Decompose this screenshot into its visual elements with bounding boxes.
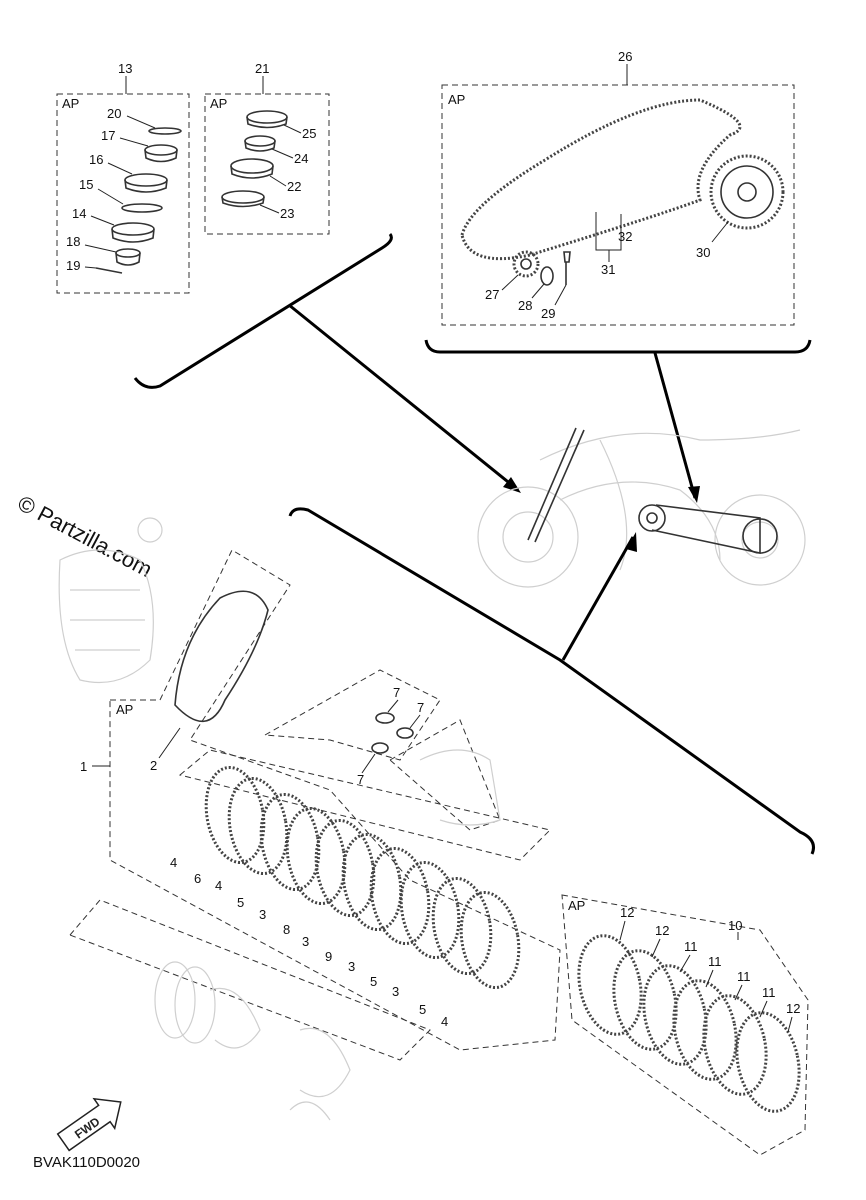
callout-22[interactable]: 22 xyxy=(287,179,301,194)
callout-10[interactable]: 10 xyxy=(728,918,742,933)
group-1: AP 1 2 7 7 7 4 6 xyxy=(69,549,561,1121)
callout-12a[interactable]: 12 xyxy=(620,905,634,920)
callout-1[interactable]: 1 xyxy=(80,759,87,774)
group-bracket-chain xyxy=(424,339,812,354)
group-bracket-clutch xyxy=(288,507,815,855)
callout-3d[interactable]: 3 xyxy=(392,984,399,999)
part-18-collar xyxy=(115,248,141,258)
part-19-pin xyxy=(95,267,123,274)
diagram-code: BVAK110D0020 xyxy=(33,1154,140,1171)
callout-28[interactable]: 28 xyxy=(518,298,532,313)
swingarm-chain xyxy=(651,504,761,554)
leader-to-clutch xyxy=(561,536,635,661)
part-29-bolt xyxy=(563,251,571,285)
leader-to-sprocket xyxy=(653,352,697,499)
clutch-plate-kit xyxy=(577,934,801,1113)
part-7-region xyxy=(263,669,441,761)
part-22-race xyxy=(230,158,274,174)
part-15-washer xyxy=(121,203,163,213)
part-16-race xyxy=(124,173,168,187)
drive-sprocket-on-bike xyxy=(638,504,666,532)
group-26: AP 26 30 27 28 29 31 32 xyxy=(441,49,795,326)
fwd-arrow: FWD xyxy=(56,1097,122,1152)
callout-19[interactable]: 19 xyxy=(66,258,80,273)
front-fork xyxy=(527,427,577,541)
part-24-bearing xyxy=(244,135,276,147)
group-21: AP 21 25 24 22 23 xyxy=(204,61,330,235)
callout-4b[interactable]: 4 xyxy=(215,878,222,893)
callout-3c[interactable]: 3 xyxy=(348,959,355,974)
callout-12c[interactable]: 12 xyxy=(786,1001,800,1016)
callout-3b[interactable]: 3 xyxy=(302,934,309,949)
group-10: AP 10 12 12 11 11 11 11 12 xyxy=(561,894,809,1156)
group-21-box xyxy=(204,93,330,235)
callout-32[interactable]: 32 xyxy=(618,229,632,244)
callout-11b[interactable]: 11 xyxy=(708,954,722,969)
callout-26[interactable]: 26 xyxy=(618,49,632,64)
part-7-nut xyxy=(375,712,395,724)
callout-25[interactable]: 25 xyxy=(302,126,316,141)
callout-4a[interactable]: 4 xyxy=(170,855,177,870)
callout-31[interactable]: 31 xyxy=(601,262,615,277)
part-30-rear-sprocket xyxy=(709,154,785,230)
part-23-washer xyxy=(221,190,265,204)
ap-label: AP xyxy=(568,898,585,913)
ap-label: AP xyxy=(116,702,133,717)
callout-8[interactable]: 8 xyxy=(283,922,290,937)
callout-23[interactable]: 23 xyxy=(280,206,294,221)
callout-7b[interactable]: 7 xyxy=(417,700,424,715)
callout-11a[interactable]: 11 xyxy=(684,939,698,954)
part-20-o-ring xyxy=(148,127,182,135)
callout-18[interactable]: 18 xyxy=(66,234,80,249)
group-13-box xyxy=(56,93,190,294)
part-25-seal xyxy=(246,110,288,124)
part-14-seal xyxy=(111,222,155,236)
group-10-box xyxy=(561,894,809,1156)
callout-7a[interactable]: 7 xyxy=(393,685,400,700)
callout-14[interactable]: 14 xyxy=(72,206,86,221)
part-17-bearing xyxy=(144,144,178,156)
callout-4c[interactable]: 4 xyxy=(441,1014,448,1029)
callout-7c[interactable]: 7 xyxy=(357,772,364,787)
callout-5c[interactable]: 5 xyxy=(419,1002,426,1017)
callout-20[interactable]: 20 xyxy=(107,106,121,121)
group-bracket-steering xyxy=(133,233,393,389)
ap-label: AP xyxy=(210,96,227,111)
callout-17[interactable]: 17 xyxy=(101,128,115,143)
group-1-box xyxy=(109,549,561,1051)
callout-13[interactable]: 13 xyxy=(118,61,132,76)
group-26-box xyxy=(441,84,795,326)
callout-30[interactable]: 30 xyxy=(696,245,710,260)
watermark: © Partzilla.com xyxy=(14,490,157,582)
clutch-plate-stack xyxy=(204,765,521,990)
callout-27[interactable]: 27 xyxy=(485,287,499,302)
ap-label: AP xyxy=(448,92,465,107)
callout-12b[interactable]: 12 xyxy=(655,923,669,938)
part-27-drive-sprocket xyxy=(512,250,540,278)
callout-11c[interactable]: 11 xyxy=(737,969,751,984)
ghost-gearbox xyxy=(58,517,501,826)
ap-label: AP xyxy=(62,96,79,111)
callout-15[interactable]: 15 xyxy=(79,177,93,192)
part-2-gasket xyxy=(174,590,269,723)
callout-21[interactable]: 21 xyxy=(255,61,269,76)
leader-to-fork xyxy=(288,303,519,492)
callout-16[interactable]: 16 xyxy=(89,152,103,167)
callout-5a[interactable]: 5 xyxy=(237,895,244,910)
part-28-washer xyxy=(540,266,554,286)
callout-6[interactable]: 6 xyxy=(194,871,201,886)
callout-5b[interactable]: 5 xyxy=(370,974,377,989)
callout-24[interactable]: 24 xyxy=(294,151,308,166)
callout-11d[interactable]: 11 xyxy=(762,985,776,1000)
callout-3a[interactable]: 3 xyxy=(259,907,266,922)
group-13: AP 13 20 17 16 15 14 18 19 xyxy=(56,61,190,294)
motorcycle-outline xyxy=(477,427,806,588)
callout-2[interactable]: 2 xyxy=(150,758,157,773)
callout-9[interactable]: 9 xyxy=(325,949,332,964)
callout-29[interactable]: 29 xyxy=(541,306,555,321)
part-32-drive-chain xyxy=(460,98,742,261)
